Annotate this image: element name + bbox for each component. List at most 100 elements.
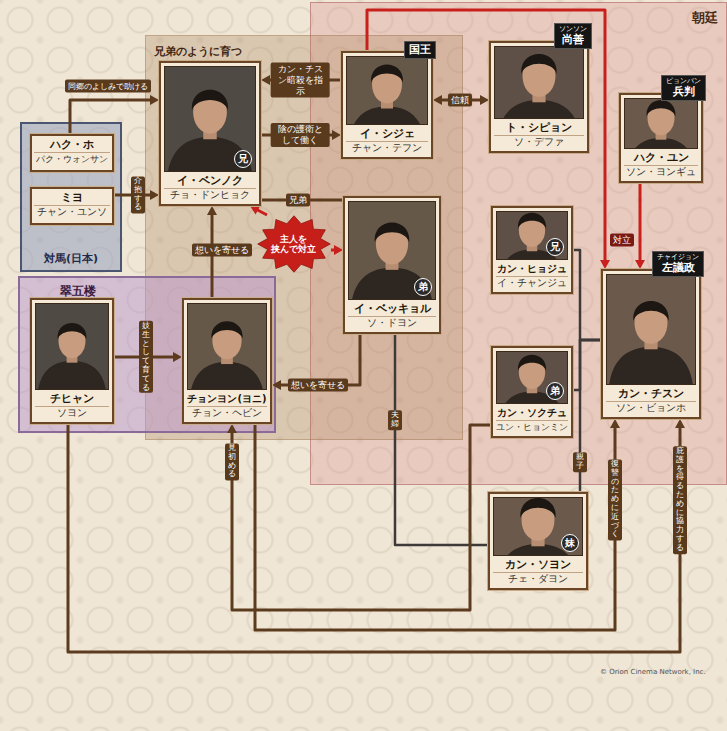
portrait-body: [609, 347, 693, 384]
sibling-badge: 弟: [546, 382, 564, 400]
connector-line: [261, 199, 343, 202]
connector-line: [367, 10, 605, 261]
actor-name: ソン・ビョンホ: [606, 401, 696, 414]
edge-label: 信頼: [451, 95, 469, 106]
rank-badge: 国王: [404, 41, 436, 59]
character-name: ハク・ホ: [34, 138, 110, 152]
copyright-holder: © Orion Cinema Network, Inc.: [600, 659, 706, 678]
connector-line: [573, 250, 601, 340]
region-label-holder: 朝廷: [692, 7, 718, 27]
portrait-ground: [165, 67, 255, 171]
edge-label-patch: 対立: [610, 234, 634, 247]
sibling-mark: 兄: [234, 150, 252, 168]
region-label-holder: 翠五楼: [60, 280, 96, 299]
character-name: カン・ソクチュ: [496, 406, 568, 420]
portrait-hair: [518, 355, 546, 371]
portrait-body: [167, 137, 253, 171]
rank-badge: チャイジョン左議政: [652, 251, 704, 277]
connector: [261, 130, 341, 140]
portrait-ground: [495, 47, 583, 118]
portrait-face: [519, 214, 545, 247]
character-card: ピョンパン兵判ハク・ユンソン・ヨンギュ: [619, 93, 703, 183]
character-card: 妹カン・ソヨンチェ・ダヨン: [488, 492, 588, 590]
edge-label: カン・チスン暗殺を指示: [274, 64, 327, 97]
edge-label: 想いを寄せる: [291, 380, 345, 391]
portrait-hair: [520, 498, 555, 518]
character-name: ミヨ: [34, 191, 110, 205]
portrait-ground: [607, 275, 695, 384]
arrowhead: [675, 419, 685, 428]
sibling-badge: 妹: [561, 534, 579, 552]
connector-line: [211, 214, 214, 298]
portrait-face: [648, 101, 675, 135]
connector: [68, 419, 685, 652]
character-name: カン・チスン: [606, 387, 696, 401]
connector-line: [331, 249, 335, 252]
portrait-hair: [371, 65, 403, 83]
edge-label-patch: 陰の護衛として働く: [271, 123, 330, 147]
edge-label-patch: 介抱する: [131, 176, 145, 213]
rank-title: 国王: [409, 43, 431, 56]
connector-line: [280, 334, 360, 385]
arrowhead: [227, 424, 237, 433]
connector: [114, 190, 159, 200]
arrowhead: [207, 206, 217, 215]
connector-line: [232, 425, 491, 610]
portrait-hair: [375, 223, 410, 242]
character-card: ソンソン尚善ト・シピョンソ・デファ: [489, 41, 589, 153]
connector-line: [269, 79, 341, 82]
portrait: [607, 275, 695, 384]
portrait-ground: [347, 57, 427, 124]
connector-line: [261, 134, 333, 137]
portrait: [188, 304, 266, 389]
arrowhead: [272, 380, 281, 390]
character-card: ハク・ホパク・ウォンサン: [30, 134, 114, 172]
portrait-frame: 弟: [496, 351, 568, 404]
edge-label-patch: 想いを寄せる: [192, 244, 252, 257]
edge-label: 妓生として育てる: [142, 322, 150, 392]
connector-line: [441, 99, 481, 102]
actor-name: ソ・デファ: [494, 135, 584, 148]
actor-name: チャン・ユンソ: [34, 205, 110, 218]
character-card: チョンヨン(ヨニ)チョン・ヘビン: [182, 298, 272, 424]
character-card: チャイジョン左議政カン・チスンソン・ビョンホ: [601, 269, 701, 419]
edge-label-patch: 同郷のよしみで助ける: [65, 80, 151, 93]
portrait-hair: [192, 90, 228, 110]
connector: [635, 183, 645, 269]
portrait-hair: [647, 100, 676, 116]
portrait-hair: [211, 321, 242, 339]
character-name: チョンヨン(ヨニ): [187, 392, 267, 406]
character-name: カン・ソヨン: [493, 558, 583, 572]
actor-name: ソ・ドヨン: [348, 316, 436, 329]
conflict-text: 主人を 挟んで対立: [271, 234, 317, 254]
rank-reading: チャイジョン: [657, 253, 699, 261]
portrait-ground: [349, 202, 435, 299]
sibling-mark: 弟: [414, 278, 432, 296]
actor-name: ユン・ヒョンミン: [496, 420, 568, 433]
edge-label-patch: 復讐のために近づく: [608, 459, 622, 540]
actor-name: チャン・テフン: [346, 141, 428, 154]
actor-name: イ・チャンジュ: [496, 276, 568, 289]
character-name: チヒャン: [35, 392, 109, 406]
connector: [272, 334, 360, 390]
actor-name: チェ・ダヨン: [493, 572, 583, 585]
edge-label-patch: カン・チスン暗殺を指示: [271, 63, 330, 98]
actor-name: ソン・ヨンギュ: [624, 165, 698, 178]
portrait-frame: [494, 46, 584, 119]
portrait-frame: [187, 303, 267, 390]
edge-label: 想いを寄せる: [195, 245, 249, 256]
arrowhead: [150, 95, 159, 105]
connector-line: [257, 210, 267, 215]
arrowhead: [600, 260, 610, 269]
connector: [331, 245, 343, 255]
connector-line: [395, 334, 488, 545]
arrowhead: [635, 260, 645, 269]
character-card: 兄カン・ヒョジュイ・チャンジュ: [491, 206, 573, 294]
edge-label-patch: 親子: [573, 452, 587, 472]
portrait: [36, 304, 108, 389]
actor-name: チョン・ヘビン: [187, 406, 267, 419]
region-label-holder: 兄弟のように育つ: [154, 40, 242, 59]
rank-reading: ピョンパン: [666, 77, 701, 85]
connector: [70, 95, 159, 134]
portrait-body: [497, 100, 581, 118]
